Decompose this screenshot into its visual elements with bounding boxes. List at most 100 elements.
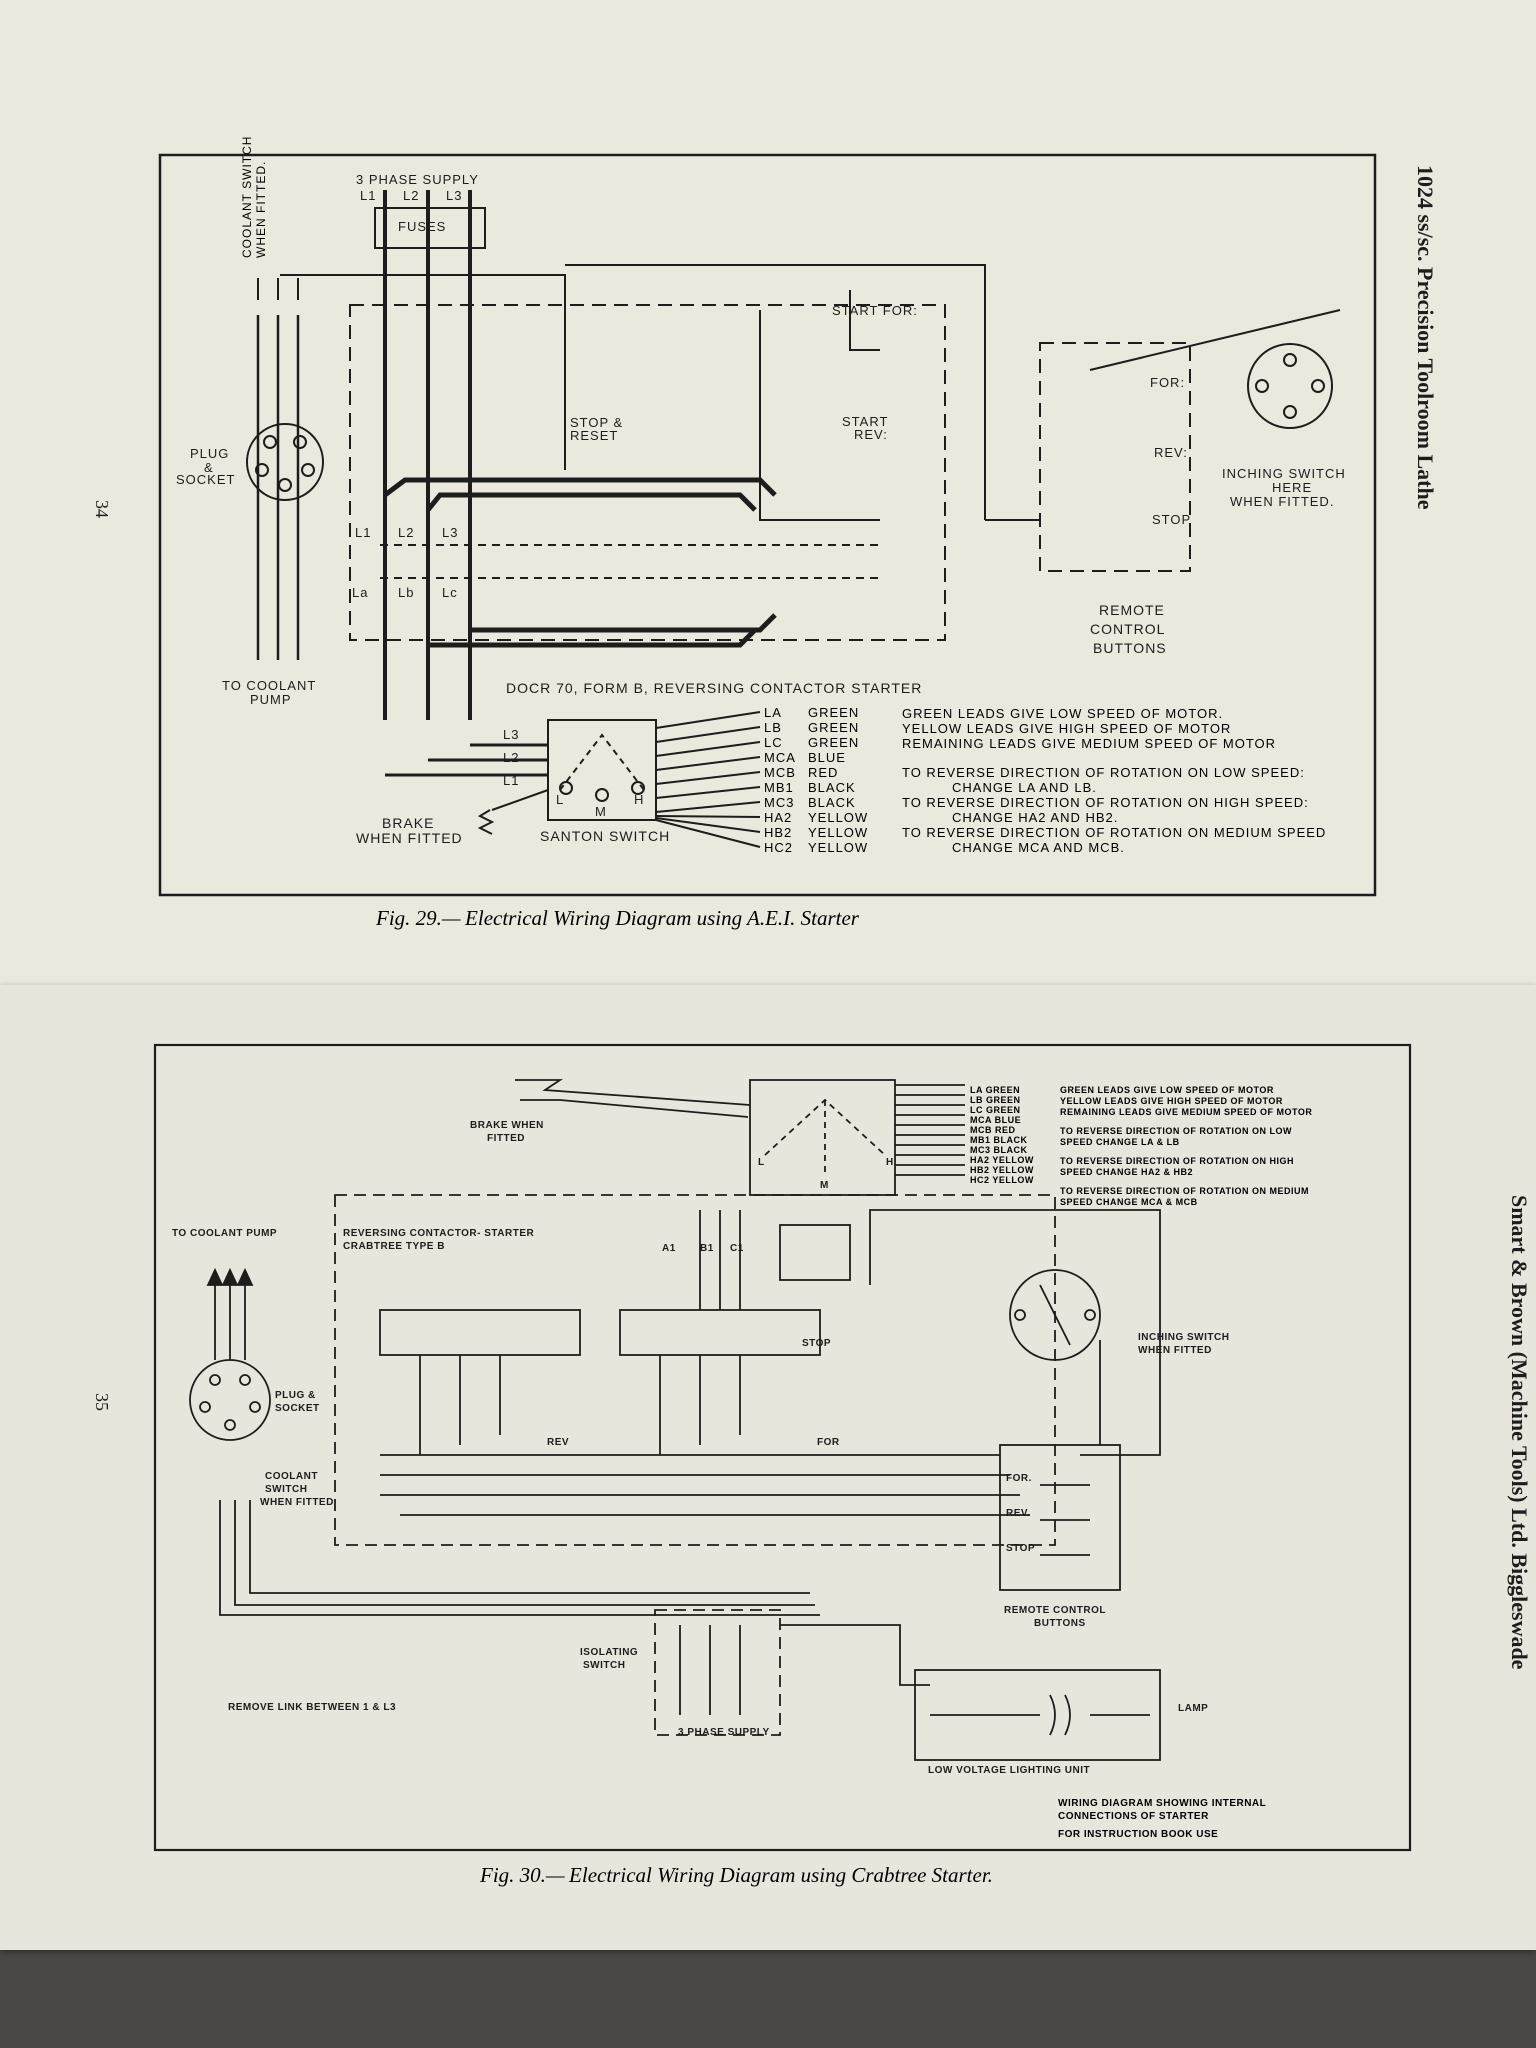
diagram-crabtree-starter <box>153 1043 1412 1852</box>
lead-code: MC3 <box>764 795 795 810</box>
note-line: REMAINING LEADS GIVE MEDIUM SPEED OF MOT… <box>902 736 1277 751</box>
terminal-a1: A1 <box>662 1243 676 1254</box>
note-line: TO REVERSE DIRECTION OF ROTATION ON LOW <box>1060 1126 1293 1136</box>
remote-box <box>1039 342 1191 572</box>
note-line: YELLOW LEADS GIVE HIGH SPEED OF MOTOR <box>902 721 1232 736</box>
contactor-lc: Lc <box>442 585 458 600</box>
lead-entry: HB2 YELLOW <box>970 1165 1034 1175</box>
label-coolant-switch-3: WHEN FITTED <box>260 1497 334 1508</box>
lead-colour: BLUE <box>808 750 846 765</box>
label-isolating-1: ISOLATING <box>580 1647 639 1658</box>
remote-for: FOR. <box>1006 1473 1032 1484</box>
label-inching-1: INCHING SWITCH <box>1222 466 1346 481</box>
label-santon-switch: SANTON SWITCH <box>540 828 671 844</box>
label-control: CONTROL <box>1090 621 1166 637</box>
starter-enclosure <box>349 304 946 641</box>
label-starter-title: DOCR 70, FORM B, REVERSING CONTACTOR STA… <box>506 680 923 696</box>
note-line: WIRING DIAGRAM SHOWING INTERNAL <box>1058 1798 1267 1809</box>
note-line: CONNECTIONS OF STARTER <box>1058 1811 1209 1822</box>
leads-list-bottom: LA GREEN LB GREEN LC GREEN MCA BLUE MCB … <box>970 1085 1034 1185</box>
label-inching-2: HERE <box>1272 480 1313 495</box>
contactor-lb: Lb <box>398 585 415 600</box>
motor-l3: L3 <box>503 727 520 742</box>
note-line: SPEED CHANGE LA & LB <box>1060 1137 1180 1147</box>
label-plug: PLUG <box>190 446 230 461</box>
caption-fig-number: Fig. 30.— <box>480 1863 565 1887</box>
note-line: CHANGE HA2 AND HB2. <box>952 810 1119 825</box>
label-rev: REV: <box>1154 445 1188 460</box>
note-line: CHANGE LA AND LB. <box>952 780 1097 795</box>
note-line: SPEED CHANGE HA2 & HB2 <box>1060 1167 1194 1177</box>
label-supply-l2: L2 <box>403 188 420 203</box>
page-35: Smart & Brown (Machine Tools) Ltd. Biggl… <box>0 985 1536 1950</box>
note-line: SPEED CHANGE MCA & MCB <box>1060 1197 1198 1207</box>
lead-entry: MCA BLUE <box>970 1115 1022 1125</box>
label-brake-2: FITTED <box>487 1133 525 1144</box>
note-line: GREEN LEADS GIVE LOW SPEED OF MOTOR. <box>902 706 1224 721</box>
label-rev: REV <box>547 1437 570 1448</box>
motor-l1: L1 <box>503 773 520 788</box>
label-to-coolant: TO COOLANT <box>222 678 317 693</box>
label-brake-when-fitted: WHEN FITTED <box>356 830 463 846</box>
lead-code: MCA <box>764 750 796 765</box>
lead-entry: MC3 BLACK <box>970 1145 1028 1155</box>
label-remove-link: REMOVE LINK BETWEEN 1 & L3 <box>228 1702 397 1713</box>
label-stop: STOP <box>1152 512 1192 527</box>
lead-colour: GREEN <box>808 720 860 735</box>
notes-bottom: GREEN LEADS GIVE LOW SPEED OF MOTOR YELL… <box>1060 1085 1312 1208</box>
label-coolant-switch-1: COOLANT <box>265 1471 318 1482</box>
note-line: GREEN LEADS GIVE LOW SPEED OF MOTOR <box>1060 1085 1274 1095</box>
label-coolant-switch-2: SWITCH <box>265 1484 308 1495</box>
label-to-coolant-pump: TO COOLANT PUMP <box>172 1228 278 1239</box>
lead-colour: RED <box>808 765 839 780</box>
lead-entry: MCB RED <box>970 1125 1016 1135</box>
internal-note: WIRING DIAGRAM SHOWING INTERNAL CONNECTI… <box>1058 1797 1266 1841</box>
lead-entry: HA2 YELLOW <box>970 1155 1034 1165</box>
label-supply-l1: L1 <box>360 188 377 203</box>
lead-colour: GREEN <box>808 735 860 750</box>
label-inching-1: INCHING SWITCH <box>1138 1332 1230 1343</box>
lead-entry: LC GREEN <box>970 1105 1021 1115</box>
coolant-switch-line-2: WHEN FITTED. <box>254 160 268 258</box>
santon-l: L <box>758 1157 765 1168</box>
lead-entry: LA GREEN <box>970 1085 1021 1095</box>
remote-box <box>999 1444 1121 1591</box>
caption-fig-text: Electrical Wiring Diagram using A.E.I. S… <box>465 906 859 930</box>
motor-l2: L2 <box>503 750 520 765</box>
diagram-frame <box>153 1043 1412 1852</box>
lead-entry: MB1 BLACK <box>970 1135 1028 1145</box>
label-buttons: BUTTONS <box>1093 640 1167 656</box>
notes-top: GREEN LEADS GIVE LOW SPEED OF MOTOR. YEL… <box>902 706 1326 855</box>
lead-colour: BLACK <box>808 780 856 795</box>
remote-rev: REV. <box>1006 1508 1031 1519</box>
label-fuses: FUSES <box>398 219 447 234</box>
label-plug-socket-1: PLUG & <box>275 1390 316 1401</box>
isolating-switch-box <box>654 1609 781 1736</box>
label-stop-reset-1: STOP & <box>570 415 624 430</box>
lead-code: MB1 <box>764 780 794 795</box>
page-number-34: 34 <box>92 500 112 518</box>
label-isolating-2: SWITCH <box>583 1660 626 1671</box>
note-line: TO REVERSE DIRECTION OF ROTATION ON HIGH <box>1060 1156 1295 1166</box>
santon-m: M <box>595 804 607 819</box>
label-lamp: LAMP <box>1178 1703 1209 1714</box>
label-lighting-unit: LOW VOLTAGE LIGHTING UNIT <box>928 1765 1091 1776</box>
label-plug-socket-2: SOCKET <box>275 1403 320 1414</box>
lead-code: LC <box>764 735 783 750</box>
lead-entry: HC2 YELLOW <box>970 1175 1034 1185</box>
label-inching-2: WHEN FITTED <box>1138 1345 1212 1356</box>
inching-switch-circle <box>1009 1269 1101 1361</box>
lead-code: LB <box>764 720 782 735</box>
starter-enclosure <box>334 1194 1056 1546</box>
note-line: FOR INSTRUCTION BOOK USE <box>1058 1829 1219 1840</box>
note-line: TO REVERSE DIRECTION OF ROTATION ON MEDI… <box>902 825 1327 840</box>
lead-colour: YELLOW <box>808 825 869 840</box>
santon-h: H <box>634 792 645 807</box>
lead-entry: LB GREEN <box>970 1095 1021 1105</box>
contactor-l3: L3 <box>442 525 459 540</box>
caption-fig-number: Fig. 29.— <box>376 906 461 930</box>
label-for: FOR: <box>1150 375 1186 390</box>
plug-socket-circle <box>189 1359 271 1441</box>
label-3-phase-supply: 3 PHASE SUPPLY <box>678 1727 770 1738</box>
